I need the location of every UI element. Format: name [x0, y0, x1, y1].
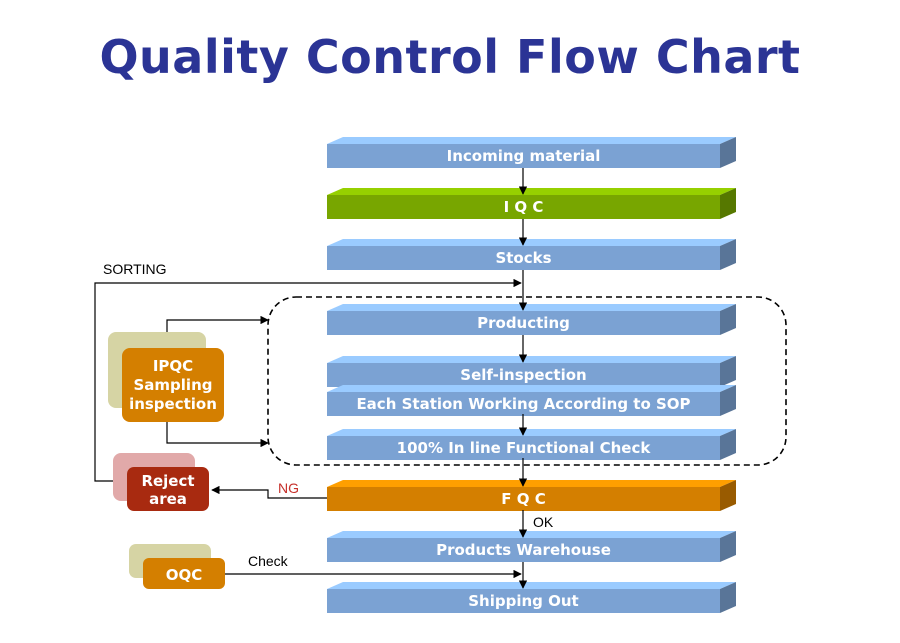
flow-step-side-face [720, 429, 736, 460]
flow-step-label: Incoming material [447, 147, 601, 165]
flow-step-label: Stocks [495, 249, 551, 267]
flow-step-front-face [327, 487, 720, 511]
flow-step-each-station-sop: Each Station Working According to SOP [327, 385, 736, 416]
flow-step-side-face [720, 304, 736, 335]
check-annotation: Check [248, 553, 289, 569]
flow-step-side-face [720, 385, 736, 416]
flow-step-side-face [720, 356, 736, 387]
flow-step-front-face [327, 363, 720, 387]
ipqc-bottom-arrow [166, 422, 269, 448]
flow-step-top-face [327, 582, 736, 589]
flow-step-label: Producting [477, 314, 570, 332]
flow-step-label: Shipping Out [468, 592, 578, 610]
sorting-return-arrow [94, 278, 522, 482]
flow-step-label: 100% In line Functional Check [397, 439, 652, 457]
ipqc-box: IPQC Sampling inspection [108, 332, 224, 422]
flow-step-top-face [327, 304, 736, 311]
flow-step-products-warehouse: Products Warehouse [327, 531, 736, 562]
reject-area-box-face [127, 467, 209, 511]
flow-step-side-face [720, 480, 736, 511]
flow-step-front-face [327, 195, 720, 219]
flow-step-label: I Q C [504, 198, 544, 216]
flow-step-iqc: I Q C [327, 188, 736, 219]
flow-step-inline-functional-check: 100% In line Functional Check [327, 429, 736, 460]
flow-step-label: Self-inspection [460, 366, 586, 384]
flow-step-top-face [327, 239, 736, 246]
flow-step-top-face [327, 137, 736, 144]
ipqc-box-face [122, 348, 224, 422]
oqc-box-face [143, 558, 225, 589]
flow-step-label: Each Station Working According to SOP [356, 395, 690, 413]
ok-annotation: OK [533, 514, 554, 530]
flow-step-label: Products Warehouse [436, 541, 611, 559]
flow-step-front-face [327, 246, 720, 270]
flow-step-producting: Producting [327, 304, 736, 335]
ipqc-label-line-2: Sampling [134, 376, 213, 394]
ng-arrow [211, 485, 327, 499]
flow-step-front-face [327, 392, 720, 416]
production-dashed-frame [267, 296, 787, 466]
flow-step-incoming-material: Incoming material [327, 137, 736, 168]
flow-step-self-inspection: Self-inspection [327, 356, 736, 387]
flow-step-front-face [327, 538, 720, 562]
flow-step-top-face [327, 429, 736, 436]
flow-step-top-face [327, 356, 736, 363]
flow-step-shipping-out: Shipping Out [327, 582, 736, 613]
flow-step-top-face [327, 531, 736, 538]
ipqc-label-line-3: inspection [129, 395, 217, 413]
ng-annotation: NG [278, 480, 299, 496]
reject-label-line-2: area [149, 490, 187, 508]
flow-step-front-face [327, 589, 720, 613]
flow-step-top-face [327, 188, 736, 195]
flow-step-side-face [720, 531, 736, 562]
flow-step-stocks: Stocks [327, 239, 736, 270]
flow-step-label: F Q C [501, 490, 545, 508]
flow-step-front-face [327, 144, 720, 168]
flow-step-top-face [327, 480, 736, 487]
flow-step-side-face [720, 239, 736, 270]
ipqc-label-line-1: IPQC [153, 357, 193, 375]
flow-step-side-face [720, 188, 736, 219]
flow-step-side-face [720, 582, 736, 613]
flow-step-side-face [720, 137, 736, 168]
reject-area-box: Reject area [113, 453, 209, 511]
reject-label-line-1: Reject [141, 472, 194, 490]
sorting-annotation: SORTING [103, 261, 167, 277]
oqc-label: OQC [166, 566, 203, 584]
flow-step-front-face [327, 436, 720, 460]
oqc-box: OQC [129, 544, 225, 589]
flow-step-fqc: F Q C [327, 480, 736, 511]
flow-step-top-face [327, 385, 736, 392]
flow-step-front-face [327, 311, 720, 335]
page-title: Quality Control Flow Chart [99, 30, 801, 84]
